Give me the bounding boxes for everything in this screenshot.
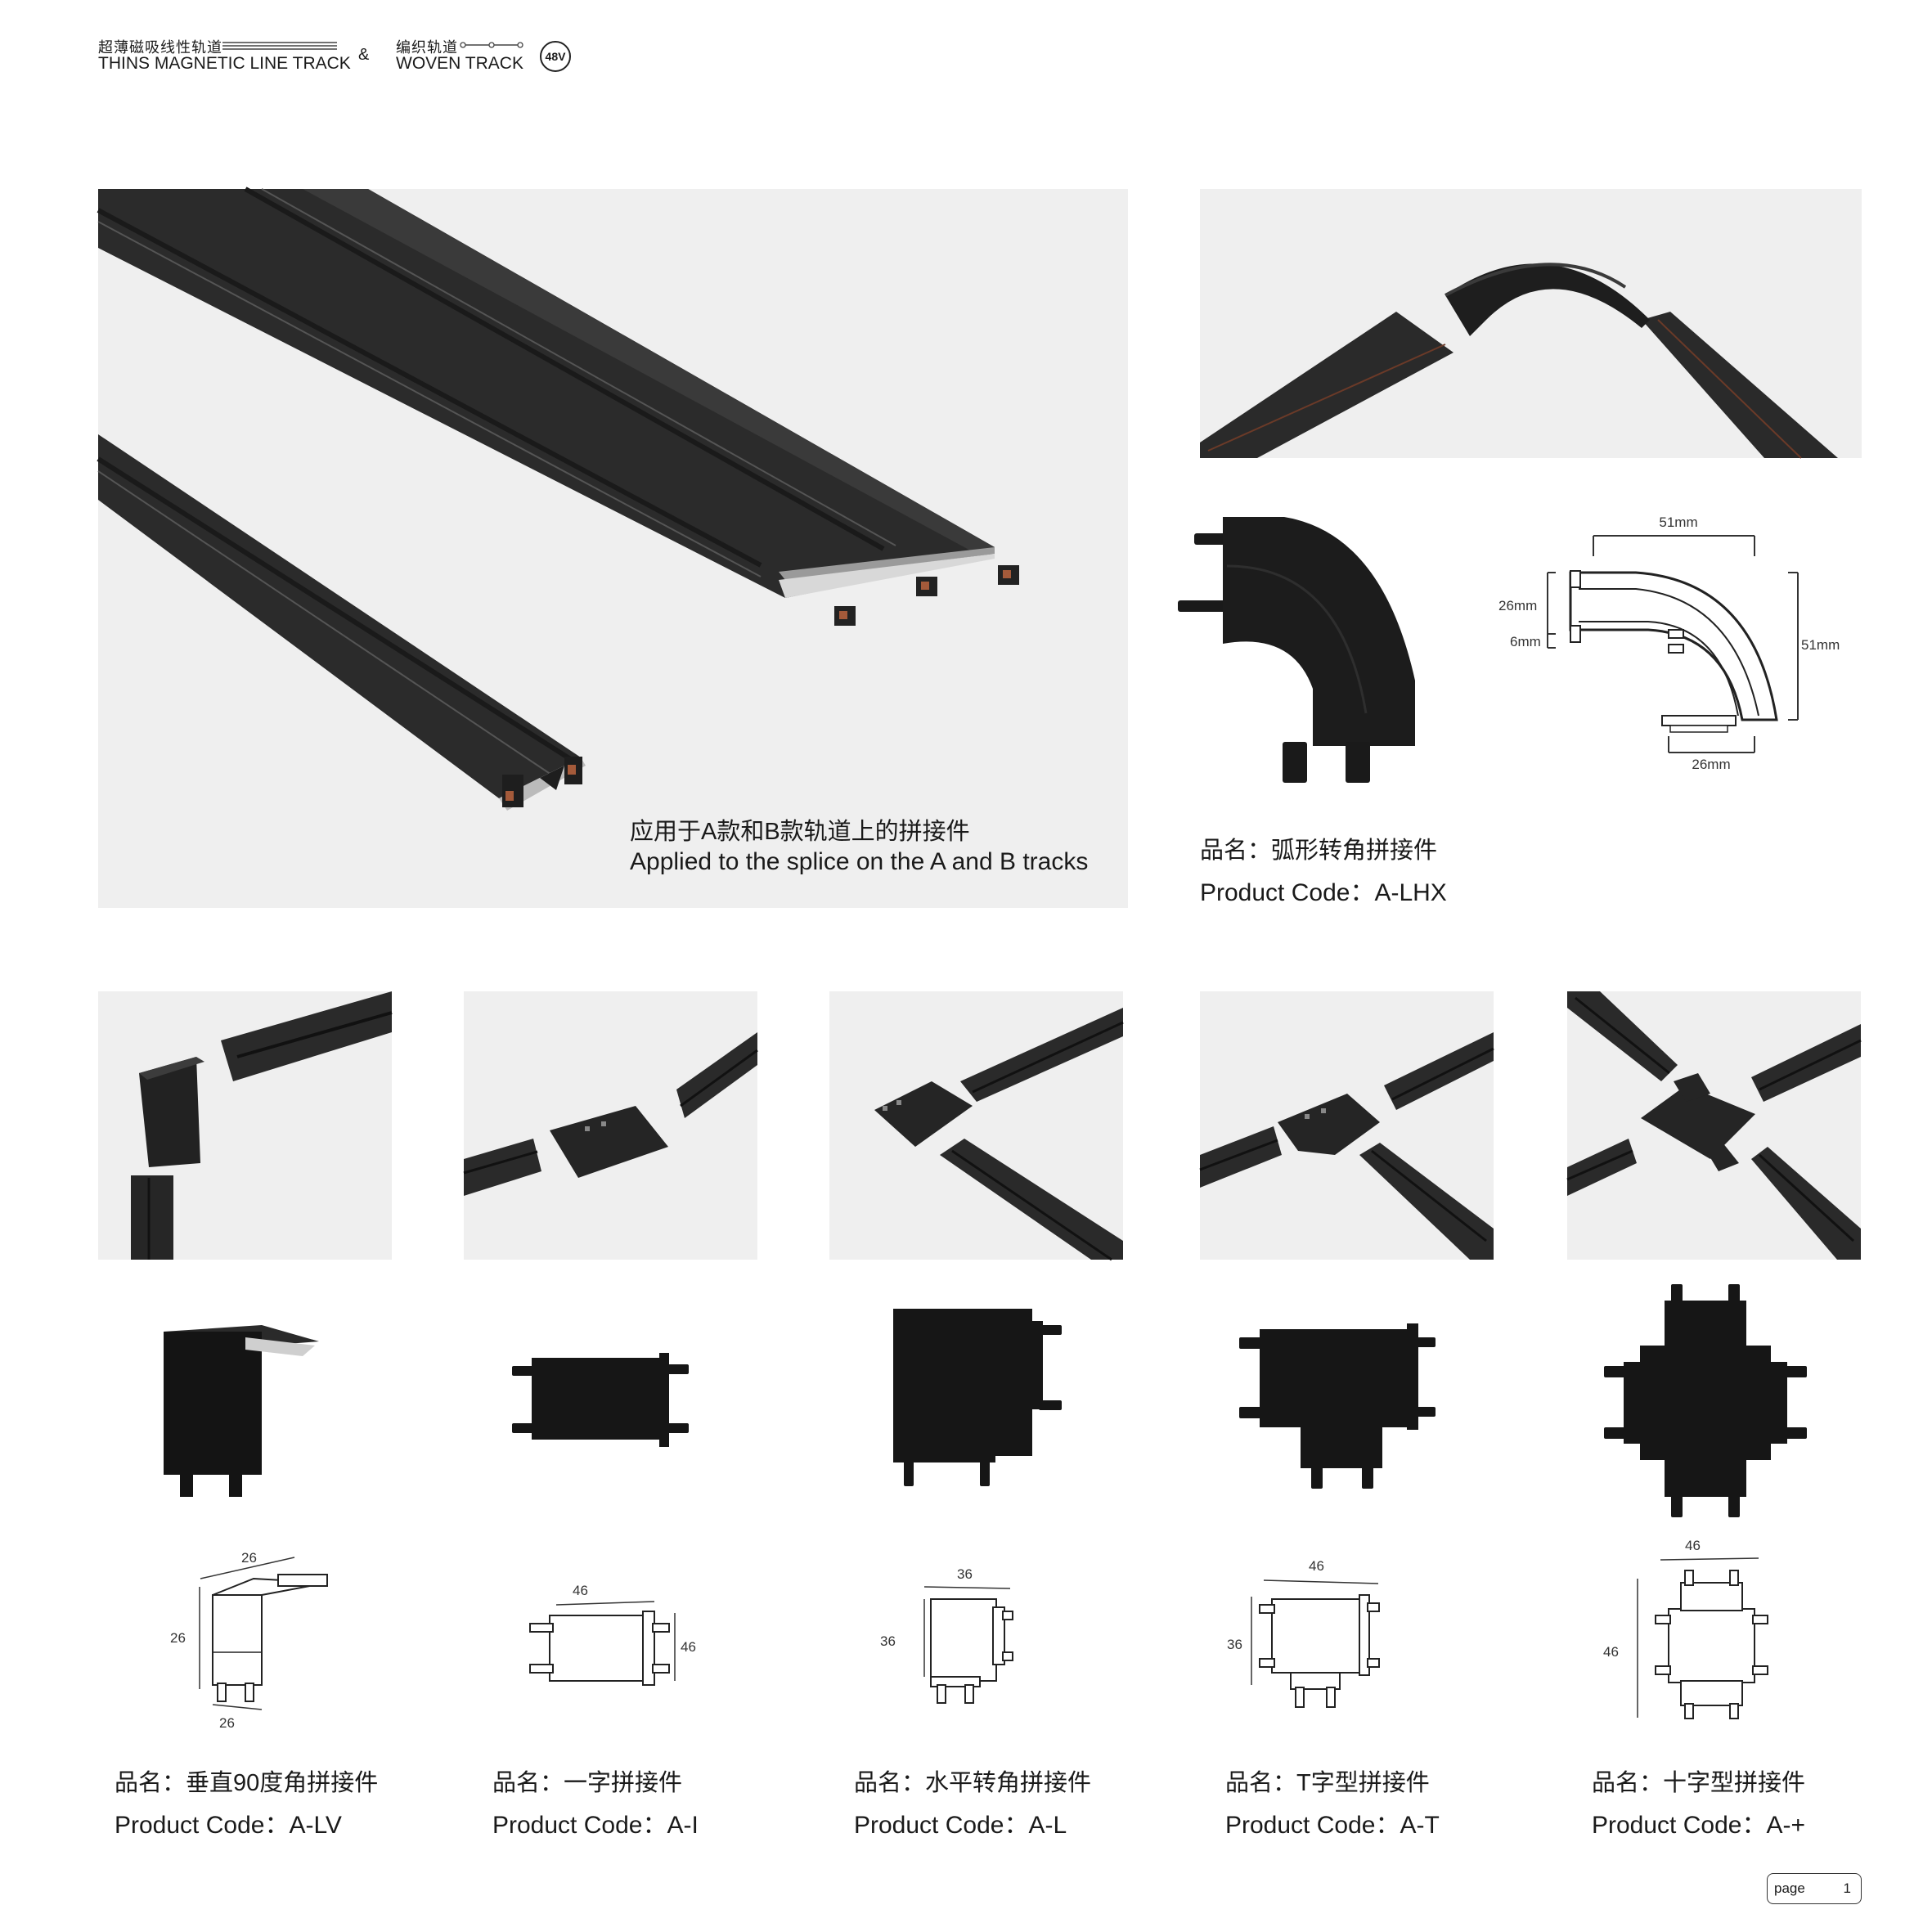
straight-splice-product-image (512, 1353, 689, 1447)
t-splice-scene-image (1199, 1032, 1494, 1260)
hero-caption-cn: 应用于A款和B款轨道上的拼接件 (630, 819, 970, 845)
lv-dim-bottom: 26 (219, 1715, 235, 1731)
lhx-code: Product Code：A-LHX (1200, 879, 1447, 906)
cross-dim-top: 46 (1685, 1538, 1701, 1553)
i-dim-right: 46 (681, 1639, 696, 1655)
cross-name: 品名：十字型拼接件 (1592, 1770, 1806, 1796)
i-name: 品名：一字拼接件 (492, 1770, 683, 1796)
dim-left-lower-label: 6mm (1510, 634, 1541, 649)
page-number: 1 (1843, 1880, 1851, 1896)
line-track-title-cn: 超薄磁吸线性轨道 (98, 39, 222, 56)
cross-splice-scene-image (1566, 991, 1862, 1260)
l-code: Product Code：A-L (854, 1812, 1067, 1839)
cross-dim-left: 46 (1603, 1644, 1619, 1660)
line-track-title-en: THINS MAGNETIC LINE TRACK (98, 54, 351, 73)
voltage-badge: 48V (540, 41, 571, 72)
lv-name: 品名：垂直90度角拼接件 (115, 1770, 379, 1796)
cross-splice-dimension-drawing: 46 46 (1603, 1538, 1768, 1719)
t-dim-left: 36 (1227, 1637, 1242, 1652)
ampersand: & (358, 46, 370, 64)
curved-splice-scene-image (1200, 263, 1838, 459)
vertical-splice-scene-image (131, 991, 393, 1260)
track-profiles-image (97, 186, 1019, 811)
l-dim-left: 36 (880, 1633, 896, 1649)
vertical-splice-dimension-drawing: 26 26 26 (170, 1550, 328, 1731)
page-indicator: page 1 (1767, 1873, 1862, 1904)
page-label: page (1774, 1880, 1805, 1896)
hero-caption-en: Applied to the splice on the A and B tra… (630, 848, 1089, 875)
l-name: 品名：水平转角拼接件 (854, 1770, 1092, 1796)
curved-splice-dimension-drawing: 51mm 51mm 26mm 6mm 26mm (1498, 514, 1840, 772)
i-dim-top: 46 (573, 1583, 588, 1598)
dim-top-label: 51mm (1659, 514, 1697, 530)
lv-dim-left: 26 (170, 1630, 186, 1646)
straight-splice-scene-image (463, 1032, 758, 1196)
t-dim-top: 46 (1309, 1558, 1324, 1574)
i-code: Product Code：A-I (492, 1812, 699, 1839)
straight-splice-dimension-drawing: 46 46 (529, 1583, 696, 1686)
t-splice-dimension-drawing: 46 36 (1227, 1558, 1380, 1708)
horizontal-corner-scene-image (874, 1008, 1124, 1261)
dim-right-label: 51mm (1801, 637, 1840, 653)
horizontal-corner-dimension-drawing: 36 36 (880, 1566, 1013, 1704)
dim-bottom-label: 26mm (1692, 757, 1730, 772)
lv-code: Product Code：A-LV (115, 1812, 342, 1839)
woven-track-title-cn: 编织轨道 (396, 39, 458, 56)
vertical-splice-product-image (164, 1325, 319, 1497)
lv-dim-top: 26 (241, 1550, 257, 1566)
lhx-name: 品名：弧形转角拼接件 (1200, 838, 1438, 864)
cross-code: Product Code：A-+ (1592, 1812, 1805, 1839)
woven-line-icon (460, 42, 523, 48)
horizontal-corner-product-image (893, 1309, 1062, 1486)
lv-scene-panel (98, 991, 393, 1260)
t-name: 品名：T字型拼接件 (1225, 1770, 1430, 1796)
t-scene-panel (1199, 991, 1494, 1260)
cross-splice-product-image (1604, 1284, 1807, 1517)
t-code: Product Code：A-T (1225, 1812, 1440, 1839)
t-splice-product-image (1239, 1323, 1436, 1489)
curved-splice-product-image (1178, 517, 1415, 783)
l-dim-top: 36 (957, 1566, 973, 1582)
hero-panel (97, 186, 1128, 908)
dim-left-upper-label: 26mm (1498, 598, 1537, 613)
track-lines-icon (222, 42, 337, 50)
cross-scene-panel (1566, 991, 1862, 1260)
woven-track-title-en: WOVEN TRACK (396, 54, 523, 73)
i-scene-panel (463, 991, 758, 1260)
l-scene-panel (829, 991, 1124, 1261)
lhx-scene-panel (1200, 189, 1862, 459)
